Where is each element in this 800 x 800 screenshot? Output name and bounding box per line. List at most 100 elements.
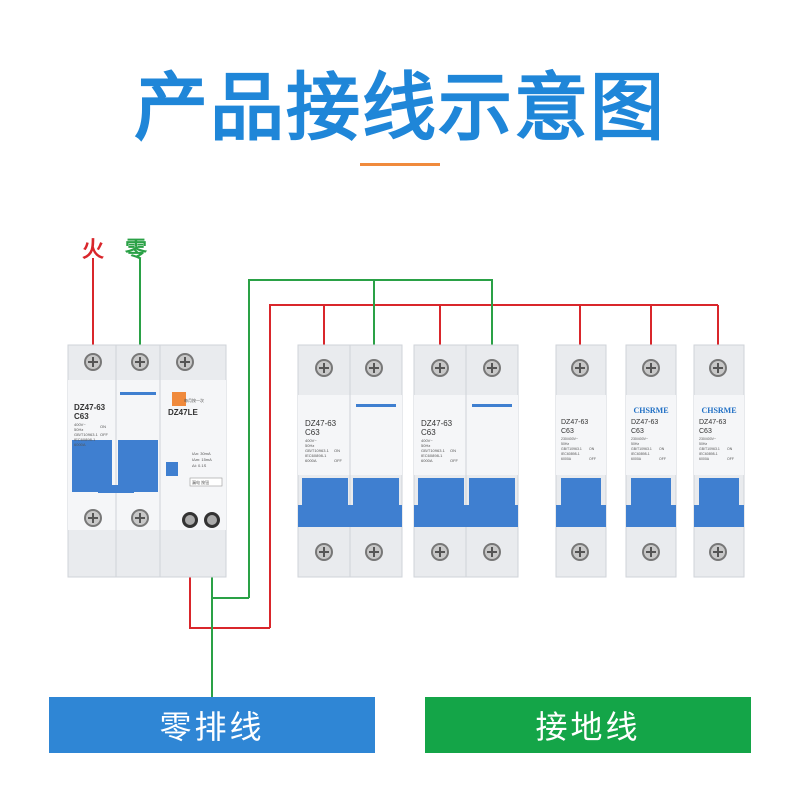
breaker-2p-1-screw-top-1 [314,358,334,378]
breaker-2p-1-screw-bottom-1 [314,542,334,562]
breaker-1p-3: CHSRME DZ47-63 C63 230/400V~ 50Hz GB/T10… [693,344,745,578]
breaker-2p-2-spec-5: 6000A [421,458,433,463]
breaker-1p-2-spec-3: GB/T10963.1 [631,447,652,451]
breaker-1p-1-spec-4: IEC60898-1 [561,452,580,456]
breaker-1p-2-screw-bottom [641,542,661,562]
breaker-1p-2-on: ON [659,447,665,451]
rcbo-screw-top-2 [130,352,150,372]
breaker-1p-1-screw-bottom [570,542,590,562]
breaker-2p-1-screw-top-2 [364,358,384,378]
breaker-1p-3-spec-2: 50Hz [699,442,707,446]
breaker-2p-2-off: OFF [450,458,459,463]
breaker-2p-2-spec-4: IEC60898-1 [421,453,443,458]
breaker-1p-3-on: ON [727,447,733,451]
breaker-2p-1-screw-bottom-2 [364,542,384,562]
breaker-2p-1: DZ47-63 C63 400V~ 50Hz GB/T10963.1 IEC60… [297,344,403,578]
live-label: 火 [82,238,105,263]
breaker-1p-2-spec-5: 6000A [631,457,642,461]
neutral-bar-box: 零排线 [49,697,375,753]
breaker-1p-3-screw-bottom [708,542,728,562]
breaker-1p-1-rating: C63 [561,428,574,435]
breaker-1p-1-spec-5: 6000A [561,457,572,461]
breaker-1p-3-brand: CHSRME [701,406,736,415]
breaker-2p-2-screw-bottom-2 [482,542,502,562]
breaker-1p-2-brand: CHSRME [633,406,668,415]
rcbo-rcd-spec-3: Δt: 0.1S [192,463,207,468]
breaker-1p-3-spec-5: 6000A [699,457,710,461]
breaker-2p-1-rating: C63 [305,428,320,437]
breaker-2p-2-spec-2: 50Hz [421,443,430,448]
breaker-2p-2-screw-bottom-1 [430,542,450,562]
breaker-1p-3-spec-1: 230/400V~ [699,437,716,441]
breaker-2p-2-model: DZ47-63 [421,419,453,428]
neutral-bus-wire [248,279,493,598]
breaker-2p-2-rating: C63 [421,428,436,437]
breaker-1p-1: DZ47-63 C63 230/400V~ 50Hz GB/T10963.1 I… [555,344,607,578]
rcbo-rcd-spec-2: IΔm: 15mA [192,457,212,462]
breaker-1p-1-model: DZ47-63 [561,419,588,426]
breaker-2p-2-screw-top-2 [482,358,502,378]
breaker-1p-1-on: ON [589,447,595,451]
breaker-2p-2-spec-3: GB/T10963.1 [421,448,446,453]
breaker-1p-2-off: OFF [659,457,666,461]
rcbo-rating: C63 [74,412,89,421]
breaker-1p-1-spec-1: 230/400V~ [561,437,578,441]
rcbo-test-note: 每月按一次 [184,397,204,403]
breaker-1p-3-spec-4: IEC60898-1 [699,452,718,456]
rcbo-device: DZ47-63 C63 400V~ 50Hz GB/T10963.1 IEC60… [67,344,227,578]
rcbo-rcd-model: DZ47LE [168,408,198,417]
breaker-1p-1-spec-2: 50Hz [561,442,569,446]
rcbo-screw-bottom-2 [130,508,150,528]
breaker-2p-1-spec-5: 6000A [305,458,317,463]
breaker-2p-2-spec-1: 400V~ [421,438,433,443]
breaker-2p-1-spec-1: 400V~ [305,438,317,443]
rcbo-spec-4: IEC60898-1 [74,437,96,442]
rcbo-spec-1: 400V~ [74,422,86,427]
breaker-1p-2-spec-1: 230/400V~ [631,437,648,441]
rcbo-screw-top-3 [175,352,195,372]
rcbo-test-button-label: 漏电 按钮 [192,479,209,485]
rcbo-screw-top-1 [83,352,103,372]
page-title: 产品接线示意图 [134,65,666,151]
breaker-2p-2-on: ON [450,448,456,453]
neutral-label: 零 [125,238,148,263]
breaker-2p-2-screw-top-1 [430,358,450,378]
breaker-1p-1-off: OFF [589,457,596,461]
breaker-2p-1-spec-3: GB/T10963.1 [305,448,330,453]
rcbo-screw-bottom-1 [83,508,103,528]
breaker-2p-1-spec-2: 50Hz [305,443,314,448]
breaker-1p-3-model: DZ47-63 [699,419,726,426]
breaker-1p-2: CHSRME DZ47-63 C63 230/400V~ 50Hz GB/T10… [625,344,677,578]
breaker-1p-3-rating: C63 [699,428,712,435]
rcbo-indicator [172,392,186,406]
breaker-1p-1-spec-3: GB/T10963.1 [561,447,582,451]
breaker-1p-1-screw-top [570,358,590,378]
breaker-2p-1-on: ON [334,448,340,453]
rcbo-handle-2 [118,440,158,492]
breaker-1p-3-off: OFF [727,457,734,461]
breaker-2p-1-spec-4: IEC60898-1 [305,453,327,458]
rcbo-spec-3: GB/T10963.1 [74,432,99,437]
ground-wire-box: 接地线 [425,697,751,753]
live-bus-wire [269,304,718,628]
rcbo-handle-1 [72,440,112,492]
breaker-1p-2-screw-top [641,358,661,378]
breaker-2p-1-off: OFF [334,458,343,463]
rcbo-test-button [166,462,178,476]
breaker-1p-2-rating: C63 [631,428,644,435]
rcbo-off: OFF [100,432,109,437]
breaker-2p-1-model: DZ47-63 [305,419,337,428]
title-underline [360,163,440,166]
rcbo-model: DZ47-63 [74,403,106,412]
rcbo-rcd-spec-1: IΔn: 30mA [192,451,211,456]
breaker-2p-2: DZ47-63 C63 400V~ 50Hz GB/T10963.1 IEC60… [413,344,519,578]
breaker-1p-3-spec-3: GB/T10963.1 [699,447,720,451]
breaker-1p-2-spec-2: 50Hz [631,442,639,446]
breaker-1p-3-screw-top [708,358,728,378]
rcbo-spec-2: 50Hz [74,427,83,432]
breaker-1p-2-model: DZ47-63 [631,419,658,426]
rcbo-spec-5: 6000A [74,442,86,447]
rcbo-on: ON [100,424,106,429]
